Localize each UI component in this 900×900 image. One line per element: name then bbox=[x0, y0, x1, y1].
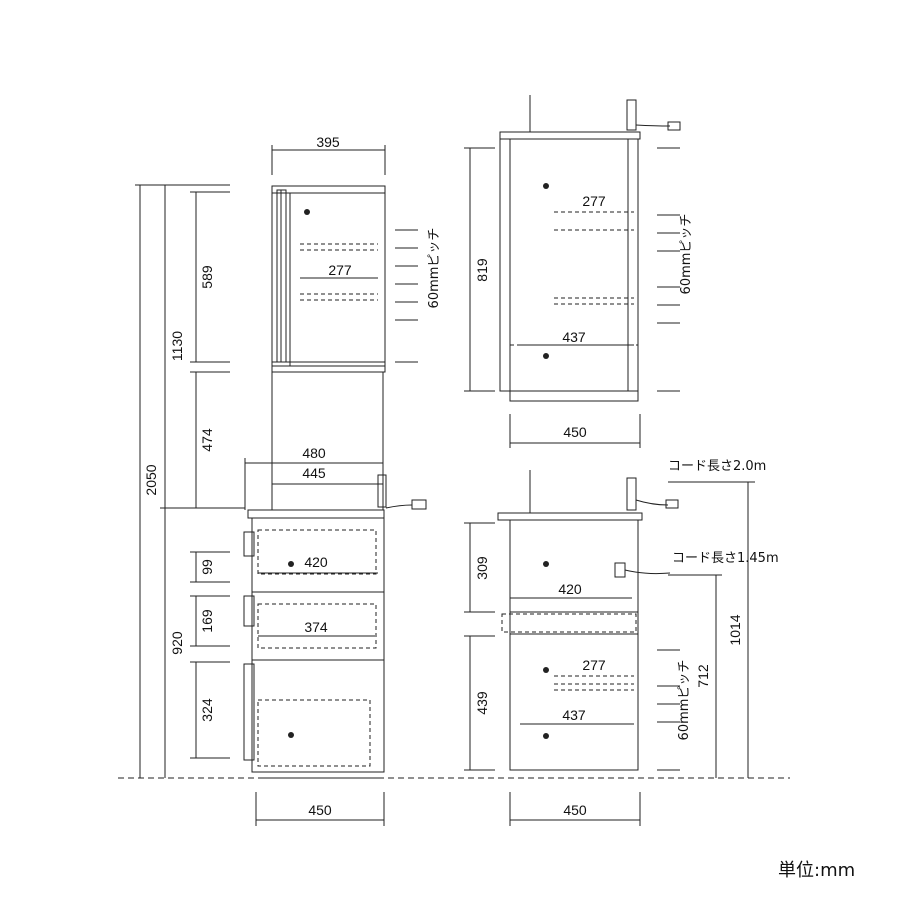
front-shelf-width: 277 bbox=[328, 262, 352, 278]
side-lower-width-420: 420 bbox=[558, 581, 582, 597]
drawing-lines bbox=[118, 95, 790, 826]
cord-length-20: コード長さ2.0m bbox=[668, 459, 766, 474]
front-drawer2-height: 169 bbox=[199, 609, 215, 633]
front-total-height: 2050 bbox=[143, 464, 159, 495]
front-base-width: 450 bbox=[308, 802, 332, 818]
side-lower-height-309: 309 bbox=[474, 556, 490, 580]
front-bottom-section: 324 bbox=[199, 698, 215, 722]
front-drawer-width-420: 420 bbox=[304, 554, 328, 570]
front-view bbox=[135, 145, 427, 826]
knobs bbox=[288, 183, 549, 739]
front-lower-height: 920 bbox=[169, 631, 185, 655]
front-drawer1-height: 99 bbox=[199, 559, 215, 575]
side-upper-view bbox=[464, 95, 681, 448]
side-lower-pitch: 60mmピッチ bbox=[677, 660, 692, 741]
side-lower-height-439: 439 bbox=[474, 691, 490, 715]
side-upper-shelf-width: 277 bbox=[582, 193, 606, 209]
unit-label: 単位:mm bbox=[778, 860, 856, 881]
side-upper-depth: 437 bbox=[562, 329, 586, 345]
side-lower-base-width: 450 bbox=[563, 802, 587, 818]
front-upper-height: 1130 bbox=[169, 331, 185, 361]
front-upper-width: 395 bbox=[316, 134, 340, 150]
front-width-445: 445 bbox=[302, 465, 326, 481]
side-upper-height: 819 bbox=[474, 258, 490, 282]
front-width-480: 480 bbox=[302, 445, 326, 461]
side-lower-height-712: 712 bbox=[695, 664, 711, 688]
side-upper-pitch: 60mmピッチ bbox=[679, 214, 694, 295]
front-upper-section: 589 bbox=[199, 265, 215, 289]
front-middle-section: 474 bbox=[199, 428, 215, 452]
side-upper-base-width: 450 bbox=[563, 424, 587, 440]
cord-length-145: コード長さ1.45m bbox=[672, 551, 779, 566]
side-lower-view bbox=[464, 470, 755, 826]
side-lower-height-1014: 1014 bbox=[727, 614, 743, 645]
front-drawer-width-374: 374 bbox=[304, 619, 328, 635]
side-lower-shelf-width: 277 bbox=[582, 657, 606, 673]
side-lower-depth: 437 bbox=[562, 707, 586, 723]
front-pitch-label: 60mmピッチ bbox=[427, 228, 442, 309]
